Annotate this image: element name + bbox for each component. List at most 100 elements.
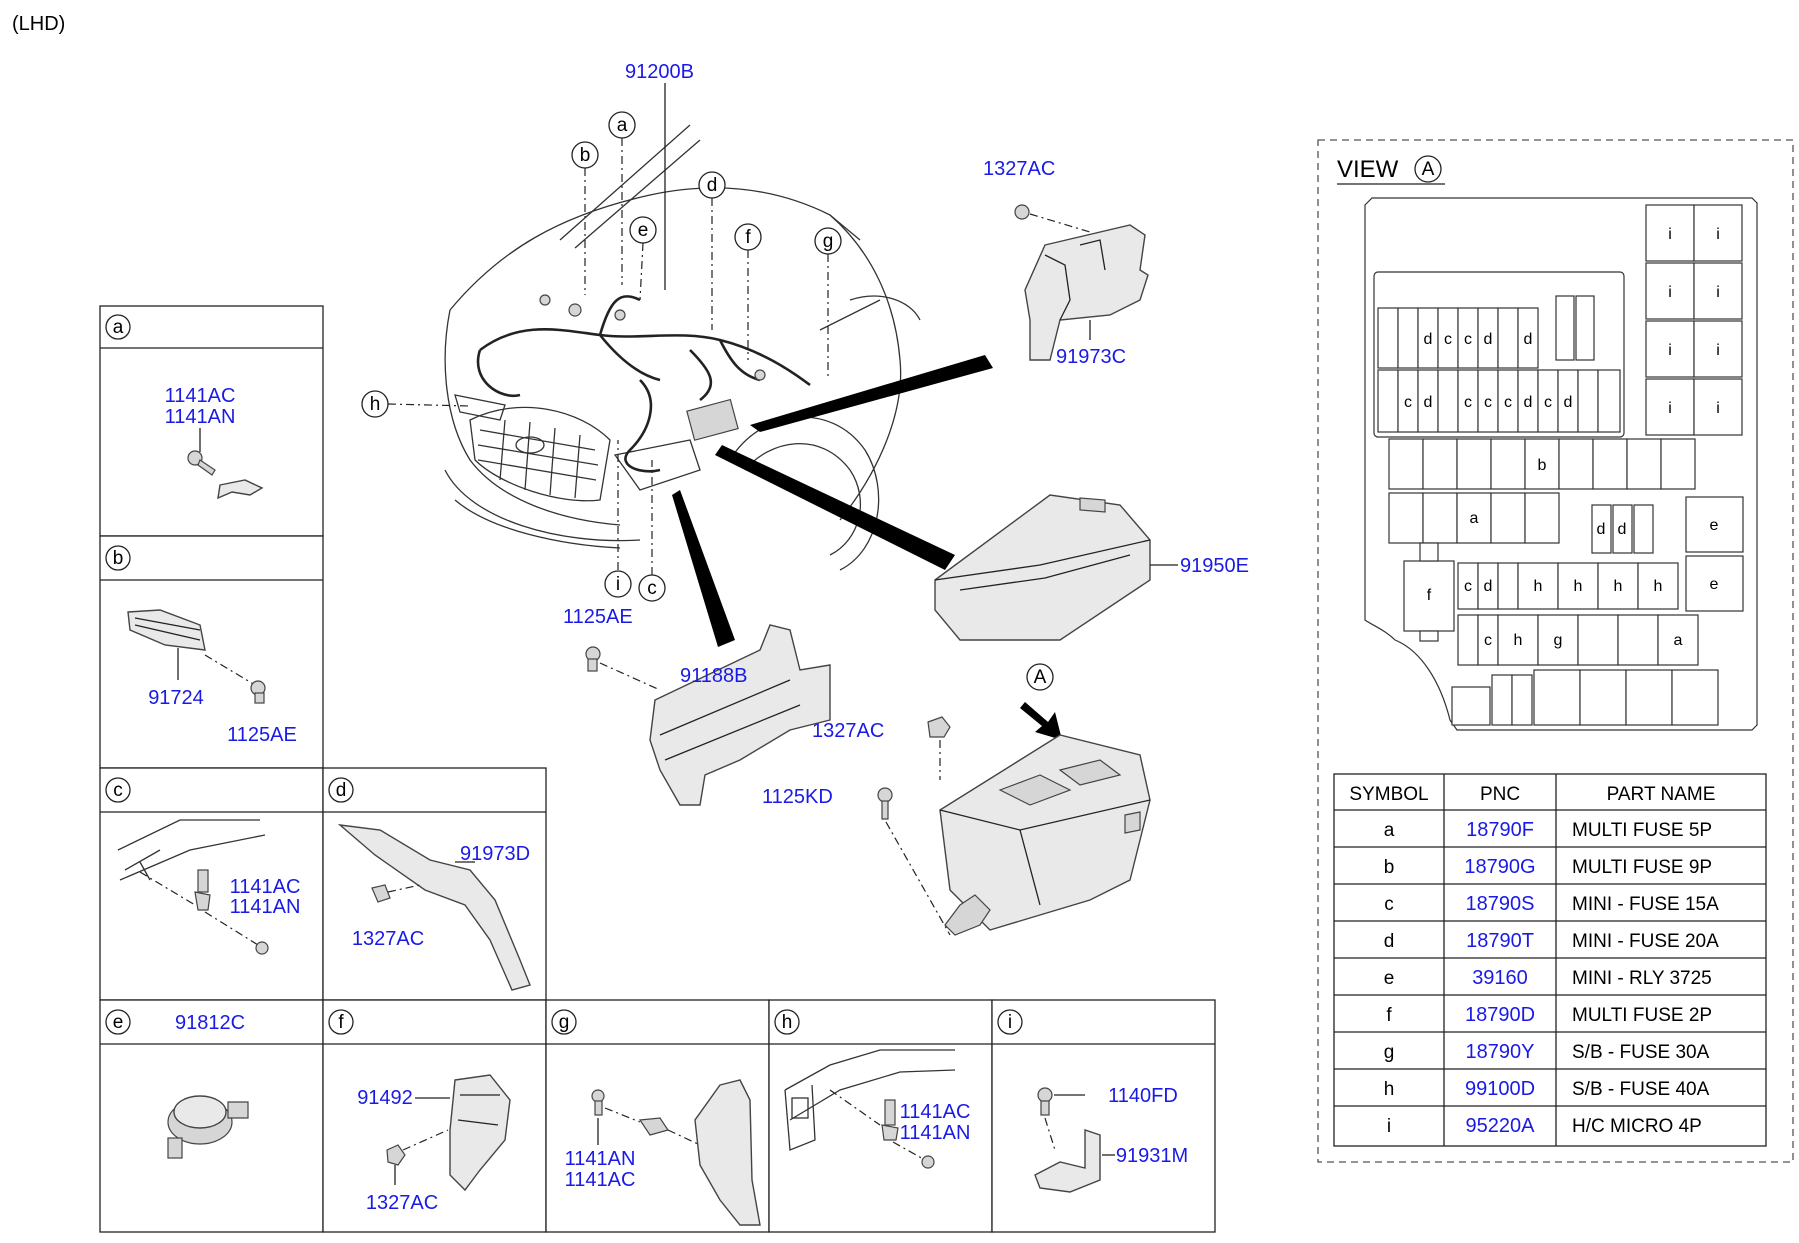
callout-e[interactable] [629,216,657,244]
table-cell-part-name: H/C MICRO 4P [1572,1116,1702,1137]
svg-text:i: i [1668,284,1672,301]
panel-e-part-1: 91812C [175,1012,245,1034]
panel-g: g 1141AN 1141AC [545,999,770,1233]
part-91188B-label: 91188B [680,665,747,687]
panel-b: b 91724 1125AE [99,535,324,769]
svg-text:e: e [1710,517,1719,534]
callout-f[interactable] [734,223,762,251]
table-cell-part-name: MULTI FUSE 5P [1572,820,1712,841]
car-illustration [444,124,921,571]
svg-text:h: h [1514,632,1523,649]
svg-text:c: c [1444,331,1452,348]
svg-text:h: h [782,1012,793,1033]
svg-text:b: b [580,145,591,166]
callout-c[interactable] [638,574,666,602]
panel-f: f 91492 1327AC [322,999,547,1233]
svg-text:b: b [1538,457,1547,474]
panel-c: c 1141AC 1141AN [99,767,324,1001]
table-cell-part-name: MINI - FUSE 20A [1572,931,1719,952]
panel-i-part-1: 1140FD [1108,1085,1178,1107]
svg-text:f: f [745,227,751,248]
panel-i-part-2: 91931M [1116,1145,1188,1167]
svg-text:e: e [638,220,649,241]
panel-h-part-2: 1141AN [900,1122,971,1144]
svg-text:d: d [1618,521,1627,538]
table-cell-symbol: f [1386,1005,1392,1026]
callout-h[interactable] [361,390,389,418]
svg-text:d: d [1424,331,1433,348]
table-cell-pnc: 99100D [1465,1078,1535,1100]
svg-text:c: c [1484,632,1492,649]
panel-b-part-1: 91724 [148,687,204,709]
part-1125KD-label: 1125KD [762,786,833,808]
svg-text:f: f [338,1012,344,1033]
table-cell-part-name: MINI - FUSE 15A [1572,894,1719,915]
svg-text:b: b [113,548,124,569]
callout-i[interactable] [604,570,632,598]
svg-text:e: e [1710,576,1719,593]
svg-text:f: f [1427,587,1432,604]
svg-text:i: i [1668,400,1672,417]
svg-text:d: d [1597,521,1606,538]
svg-text:i: i [1668,226,1672,243]
table-cell-pnc: 18790Y [1466,1041,1535,1063]
panel-a: a 1141AC 1141AN [99,305,324,537]
svg-text:i: i [1716,284,1720,301]
panel-a-part-2: 1141AN [165,406,236,428]
panel-f-part-1: 91492 [357,1087,413,1109]
svg-text:d: d [1484,331,1493,348]
svg-text:c: c [1464,578,1472,595]
panel-h: h 1141AC 1141AN [768,999,993,1233]
panel-a-part-1: 1141AC [165,385,236,407]
table-cell-symbol: a [1384,820,1395,841]
panel-g-part-2: 1141AC [565,1169,636,1191]
svg-text:h: h [1534,578,1543,595]
panel-d-part-1: 91973D [460,843,530,865]
svg-text:a: a [1674,632,1683,649]
table-header-symbol: SYMBOL [1349,784,1428,805]
part-91200B-label: 91200B [625,61,694,83]
table-cell-symbol: g [1384,1042,1395,1063]
part-91950E-label: 91950E [1180,555,1249,577]
svg-text:e: e [113,1012,124,1033]
part-1125AE-main [585,646,661,691]
svg-text:g: g [1554,632,1563,649]
part-91950E [934,494,1178,641]
callout-d[interactable] [698,171,726,199]
panel-e: e 91812C [99,999,324,1233]
table-cell-symbol: i [1387,1116,1391,1137]
view-a-panel: VIEW A i i i i i i i i d c c d d c d c c… [1317,139,1794,1163]
svg-text:i: i [1716,342,1720,359]
part-91188B [649,624,831,806]
callout-g[interactable] [814,227,842,255]
table-cell-part-name: S/B - FUSE 40A [1572,1079,1710,1100]
panel-b-part-2: 1125AE [227,724,297,746]
callout-b[interactable] [571,141,599,169]
table-cell-part-name: S/B - FUSE 30A [1572,1042,1710,1063]
callout-a[interactable] [608,111,636,139]
svg-text:i: i [1008,1012,1012,1033]
table-cell-part-name: MINI - RLY 3725 [1572,968,1712,989]
view-circle: A [1422,159,1435,180]
svg-text:c: c [1544,394,1552,411]
table-cell-pnc: 18790G [1464,856,1535,878]
svg-text:a: a [113,317,124,338]
part-1327AC-mid [927,716,951,780]
svg-text:d: d [336,780,347,801]
panel-f-part-2: 1327AC [366,1192,438,1214]
svg-text:c: c [1484,394,1492,411]
svg-text:h: h [1614,578,1623,595]
svg-text:d: d [1484,578,1493,595]
svg-text:a: a [1470,510,1479,527]
table-cell-symbol: d [1384,931,1395,952]
table-cell-symbol: e [1384,968,1395,989]
part-1327AC-top-label: 1327AC [983,158,1055,180]
panel-c-part-1: 1141AC [230,876,301,898]
table-cell-symbol: b [1384,857,1395,878]
svg-text:g: g [559,1012,570,1033]
svg-text:c: c [1464,394,1472,411]
svg-text:c: c [647,578,657,599]
svg-text:i: i [1716,400,1720,417]
svg-text:i: i [1668,342,1672,359]
